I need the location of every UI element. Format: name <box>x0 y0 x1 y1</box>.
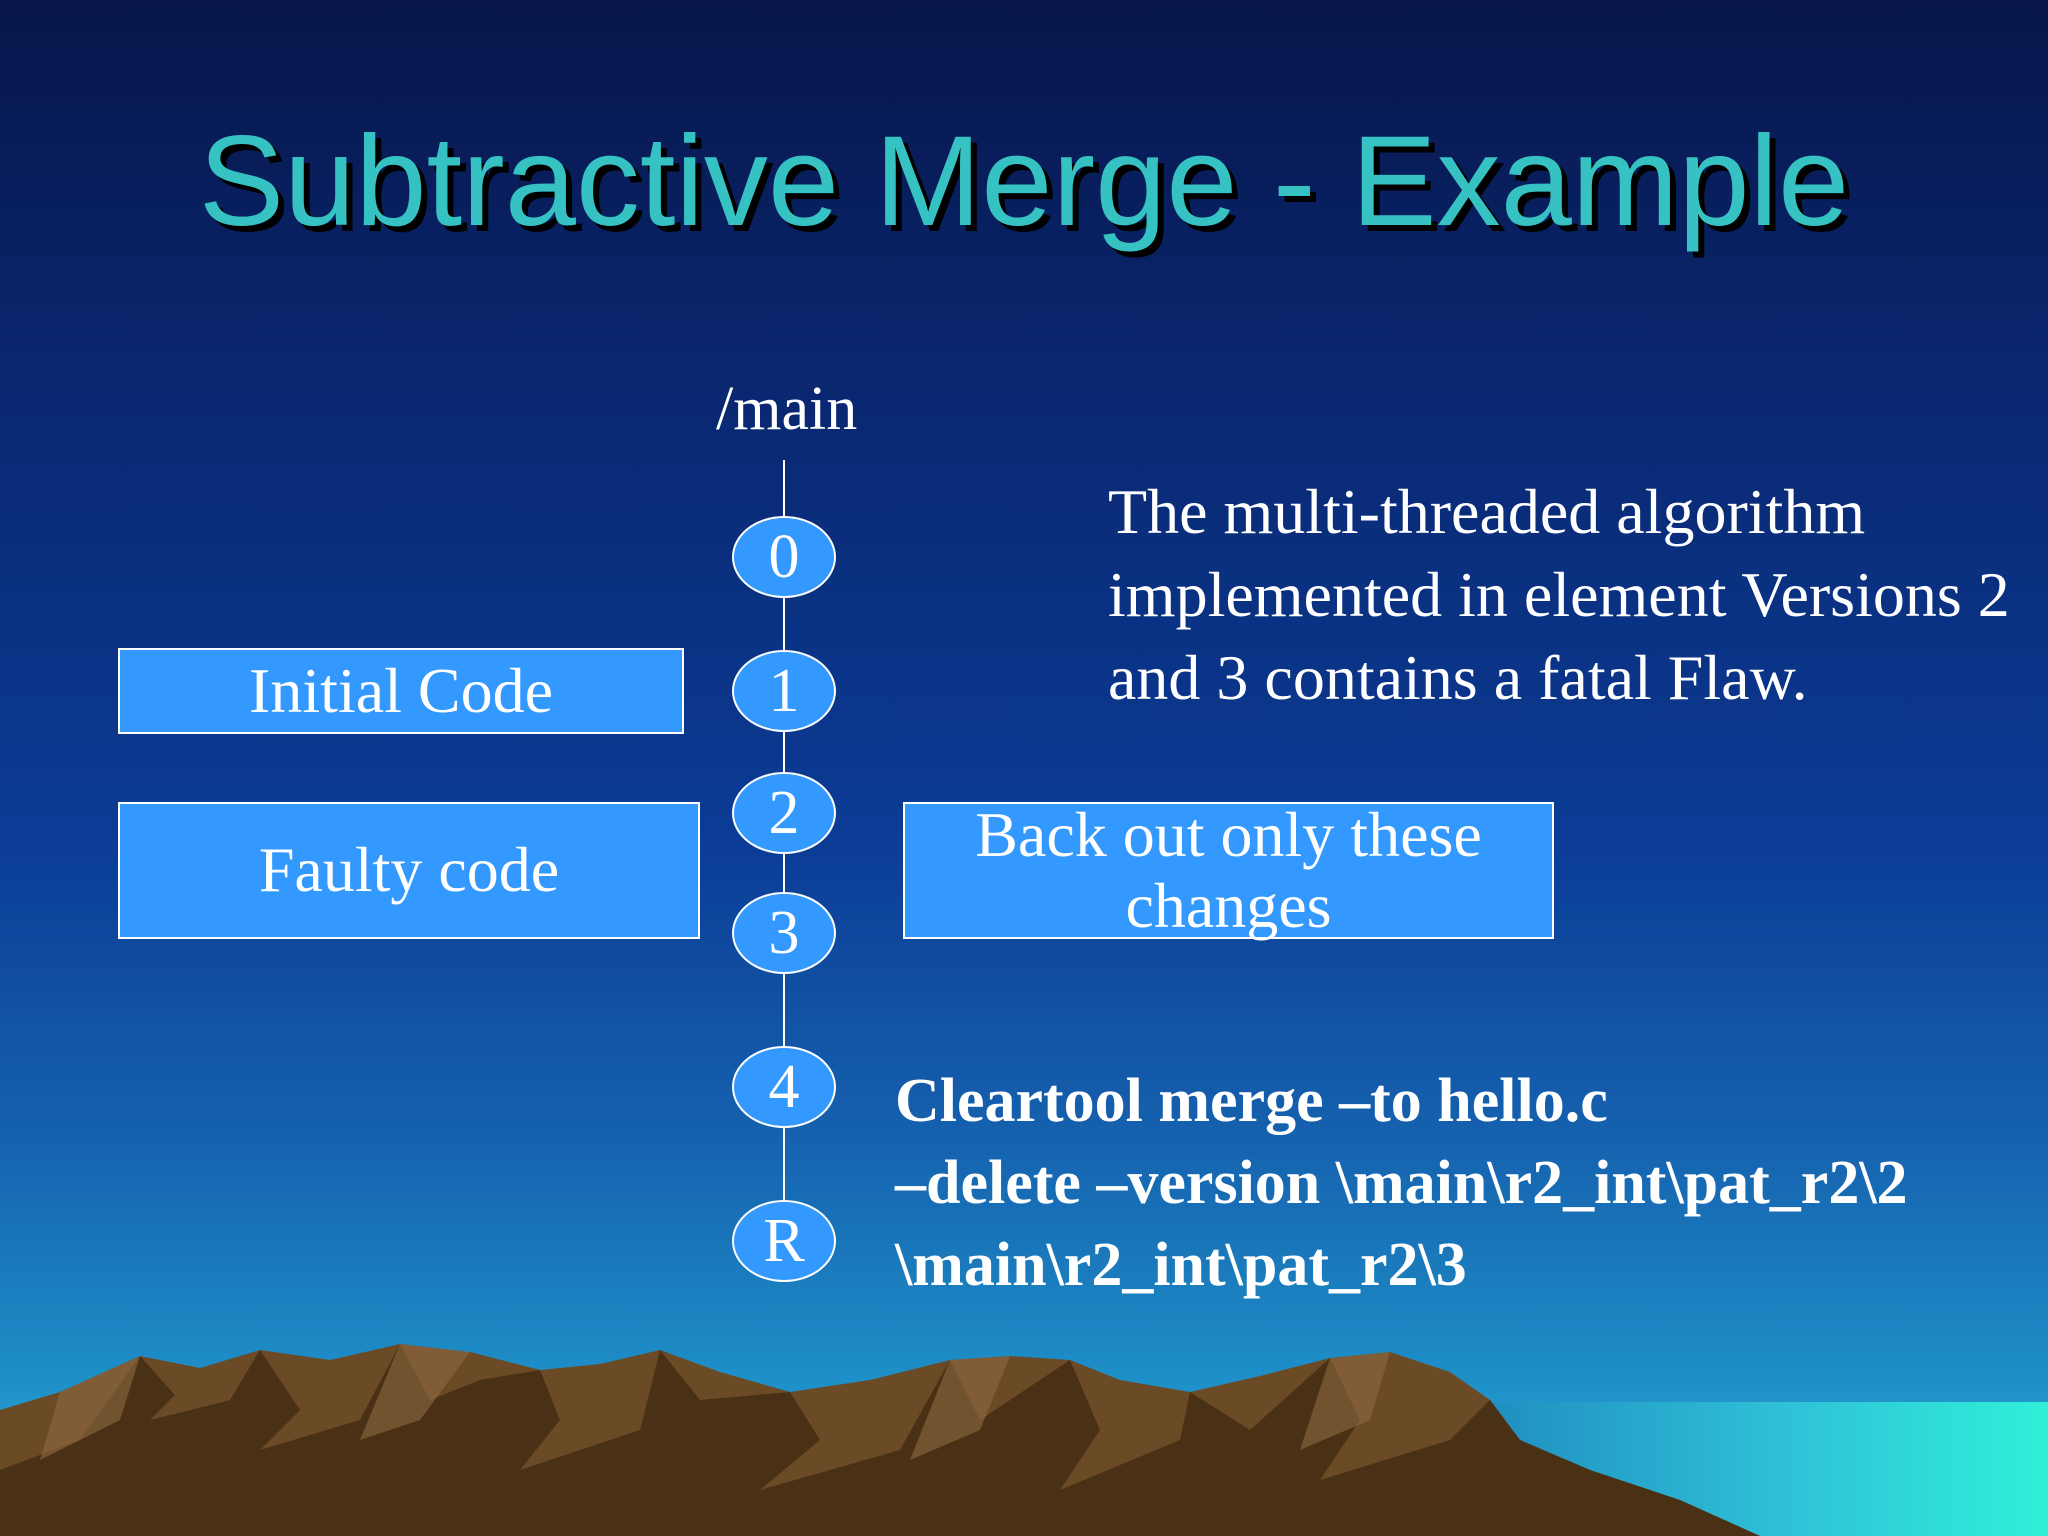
version-node-1: 1 <box>732 650 836 732</box>
slide-title: Subtractive Merge - Example <box>198 110 1850 253</box>
version-node-4: 4 <box>732 1046 836 1128</box>
version-node-2: 2 <box>732 772 836 854</box>
version-node-0: 0 <box>732 516 836 598</box>
command-line: Cleartool merge –to hello.c <box>895 1067 1608 1135</box>
faulty-code-label: Faulty code <box>258 834 560 906</box>
back-out-box: Back out only these changes <box>903 799 1554 941</box>
command-line: \main\r2_int\pat_r2\3 <box>895 1231 1467 1299</box>
flaw-description: The multi-threaded algorithm implemented… <box>1108 476 2010 713</box>
version-node-3: 3 <box>732 892 836 974</box>
mountain-highlights <box>40 1344 1390 1460</box>
back-out-label: Back out only these changes <box>975 799 1482 941</box>
branch-label: /main <box>716 375 858 443</box>
merge-command: Cleartool merge –to hello.c –delete –ver… <box>895 1060 2045 1306</box>
command-line: –delete –version \main\r2_int\pat_r2\2 <box>895 1149 1908 1217</box>
faulty-code-box: Faulty code <box>118 802 700 939</box>
initial-code-box: Initial Code <box>118 648 684 734</box>
initial-code-label: Initial Code <box>249 654 553 726</box>
version-node-r: R <box>732 1200 836 1282</box>
